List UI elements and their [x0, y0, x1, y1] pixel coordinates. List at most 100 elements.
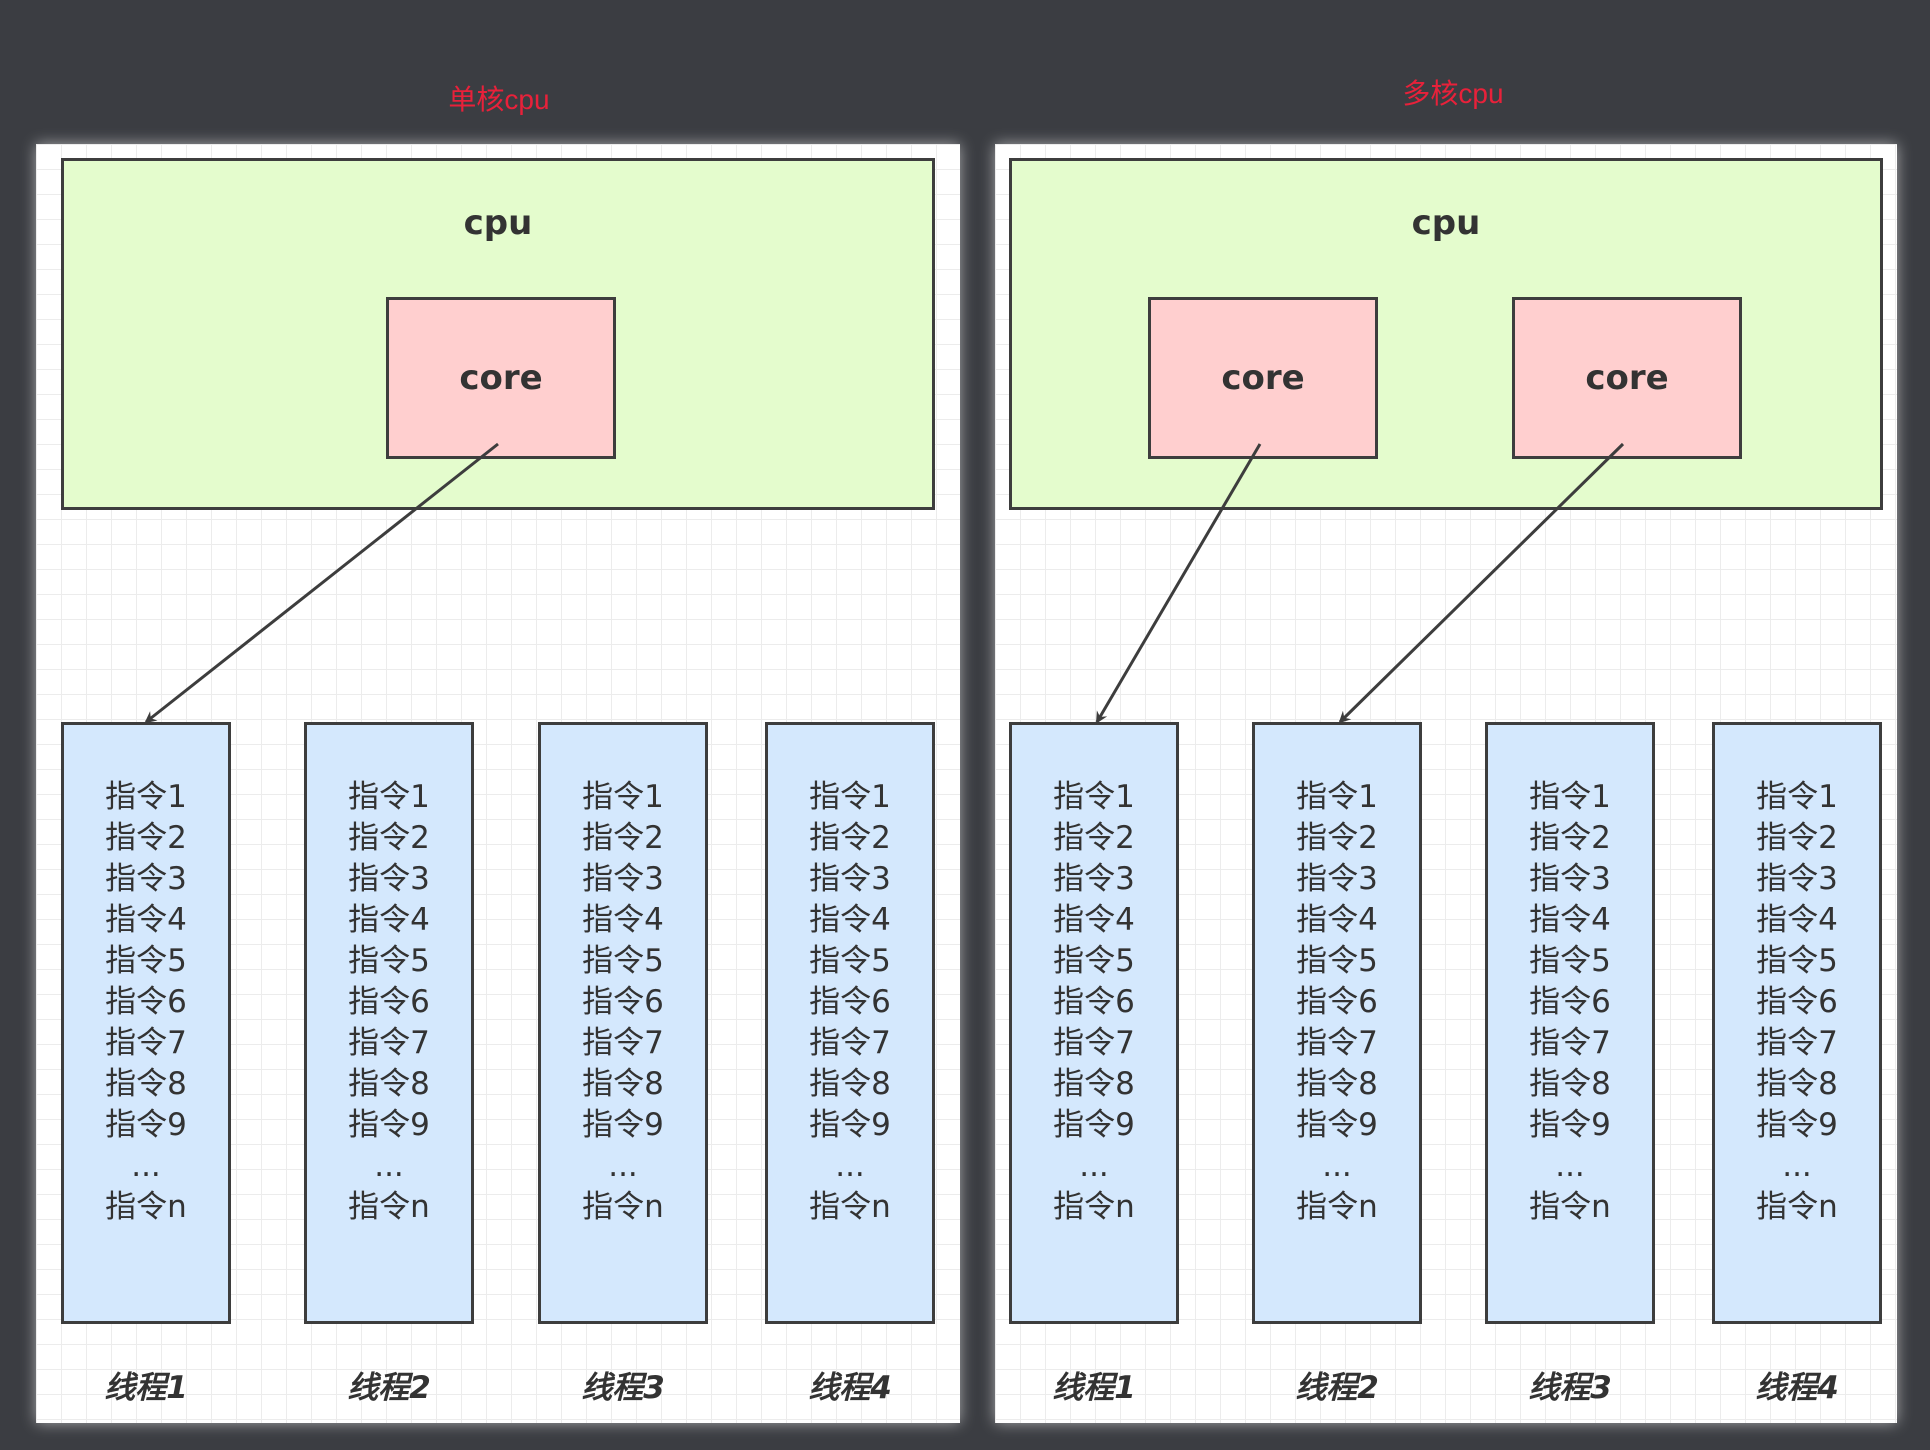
instruction: 指令n	[1756, 1189, 1838, 1225]
instruction: ...	[131, 1148, 161, 1184]
thread-label: 线程2	[1295, 1370, 1379, 1406]
instruction: 指令1	[105, 779, 187, 815]
instruction: 指令5	[105, 943, 187, 979]
instruction: 指令8	[582, 1066, 664, 1102]
instruction: 指令8	[1529, 1066, 1611, 1102]
instruction: 指令6	[1756, 984, 1838, 1020]
instruction: 指令5	[809, 943, 891, 979]
core-box: core	[1148, 297, 1378, 459]
instruction: 指令2	[348, 820, 430, 856]
thread-box: 指令1 指令2 指令3 指令4 指令5 指令6 指令7 指令8 指令9 ... …	[1009, 722, 1179, 1324]
instruction: 指令4	[582, 902, 664, 938]
instruction: 指令3	[105, 861, 187, 897]
instruction: 指令2	[105, 820, 187, 856]
instruction: 指令2	[1053, 820, 1135, 856]
instruction: 指令3	[1053, 861, 1135, 897]
instruction: 指令7	[1053, 1025, 1135, 1061]
instruction: 指令8	[348, 1066, 430, 1102]
instruction: 指令n	[582, 1189, 664, 1225]
instruction: 指令1	[1756, 779, 1838, 815]
instruction: 指令9	[809, 1107, 891, 1143]
multi-core-title: 多核cpu	[1402, 78, 1504, 109]
cpu-box: cpu core	[61, 158, 935, 510]
instruction: 指令1	[348, 779, 430, 815]
thread-label: 线程4	[1755, 1370, 1839, 1406]
instruction: 指令3	[1756, 861, 1838, 897]
instruction: 指令1	[582, 779, 664, 815]
instruction: 指令1	[809, 779, 891, 815]
single-core-title: 单核cpu	[448, 84, 550, 115]
instruction: 指令n	[1296, 1189, 1378, 1225]
instruction: 指令n	[105, 1189, 187, 1225]
instruction: 指令6	[1529, 984, 1611, 1020]
instruction: 指令2	[1296, 820, 1378, 856]
instruction: 指令7	[809, 1025, 891, 1061]
instruction: 指令7	[1529, 1025, 1611, 1061]
instruction: 指令8	[809, 1066, 891, 1102]
instruction: ...	[835, 1148, 865, 1184]
cpu-box: cpu core core	[1009, 158, 1883, 510]
thread-box: 指令1 指令2 指令3 指令4 指令5 指令6 指令7 指令8 指令9 ... …	[538, 722, 708, 1324]
instruction: 指令2	[809, 820, 891, 856]
instruction: 指令6	[582, 984, 664, 1020]
instruction: 指令n	[809, 1189, 891, 1225]
instruction: 指令6	[105, 984, 187, 1020]
thread-label: 线程4	[808, 1370, 892, 1406]
instruction: 指令3	[1296, 861, 1378, 897]
instruction: 指令9	[105, 1107, 187, 1143]
instruction: 指令6	[348, 984, 430, 1020]
thread-label: 线程3	[1528, 1370, 1612, 1406]
core-box: core	[386, 297, 616, 459]
instruction: 指令7	[348, 1025, 430, 1061]
instruction: 指令n	[1529, 1189, 1611, 1225]
instruction: 指令9	[1296, 1107, 1378, 1143]
core-to-thread-arrow	[144, 442, 499, 724]
instruction: 指令2	[582, 820, 664, 856]
instruction: 指令3	[1529, 861, 1611, 897]
instruction: 指令4	[1756, 902, 1838, 938]
instruction: 指令4	[1296, 902, 1378, 938]
instruction: 指令5	[1529, 943, 1611, 979]
thread-box: 指令1 指令2 指令3 指令4 指令5 指令6 指令7 指令8 指令9 ... …	[61, 722, 231, 1324]
instruction: 指令n	[348, 1189, 430, 1225]
instruction: 指令9	[582, 1107, 664, 1143]
instruction: 指令6	[1296, 984, 1378, 1020]
core1-to-thread1-arrow	[1095, 443, 1262, 724]
instruction: ...	[1782, 1148, 1812, 1184]
instruction: ...	[608, 1148, 638, 1184]
instruction: ...	[1322, 1148, 1352, 1184]
instruction: 指令7	[1296, 1025, 1378, 1061]
instruction: 指令8	[105, 1066, 187, 1102]
instruction: 指令9	[1053, 1107, 1135, 1143]
thread-box: 指令1 指令2 指令3 指令4 指令5 指令6 指令7 指令8 指令9 ... …	[1485, 722, 1655, 1324]
instruction: ...	[1555, 1148, 1585, 1184]
thread-label: 线程2	[347, 1370, 431, 1406]
instruction: 指令3	[582, 861, 664, 897]
multi-core-arrows	[1095, 442, 1625, 724]
instruction: 指令4	[348, 902, 430, 938]
thread-label: 线程1	[104, 1370, 188, 1406]
instruction: 指令9	[1529, 1107, 1611, 1143]
instruction: 指令3	[809, 861, 891, 897]
core-box: core	[1512, 297, 1742, 459]
multi-core-panel: cpu core core 指令1 指令2 指令3 指令4 指令5 指令6 指令…	[995, 144, 1897, 1423]
thread-box: 指令1 指令2 指令3 指令4 指令5 指令6 指令7 指令8 指令9 ... …	[1252, 722, 1422, 1324]
instruction: 指令n	[1053, 1189, 1135, 1225]
instruction: 指令8	[1756, 1066, 1838, 1102]
thread-box: 指令1 指令2 指令3 指令4 指令5 指令6 指令7 指令8 指令9 ... …	[765, 722, 935, 1324]
instruction: 指令4	[1053, 902, 1135, 938]
instruction: 指令5	[1053, 943, 1135, 979]
single-core-panel: cpu core 指令1 指令2 指令3 指令4 指令5 指令6 指令7 指令8…	[36, 144, 960, 1423]
instruction: 指令1	[1053, 779, 1135, 815]
instruction: 指令9	[1756, 1107, 1838, 1143]
cpu-label: cpu	[463, 203, 533, 243]
thread-label: 线程1	[1052, 1370, 1136, 1406]
cpu-label: cpu	[1411, 203, 1481, 243]
instruction: 指令5	[582, 943, 664, 979]
instruction: 指令7	[1756, 1025, 1838, 1061]
thread-label: 线程3	[581, 1370, 665, 1406]
instruction: 指令4	[1529, 902, 1611, 938]
instruction: 指令6	[809, 984, 891, 1020]
instruction: 指令2	[1756, 820, 1838, 856]
instruction: 指令4	[105, 902, 187, 938]
